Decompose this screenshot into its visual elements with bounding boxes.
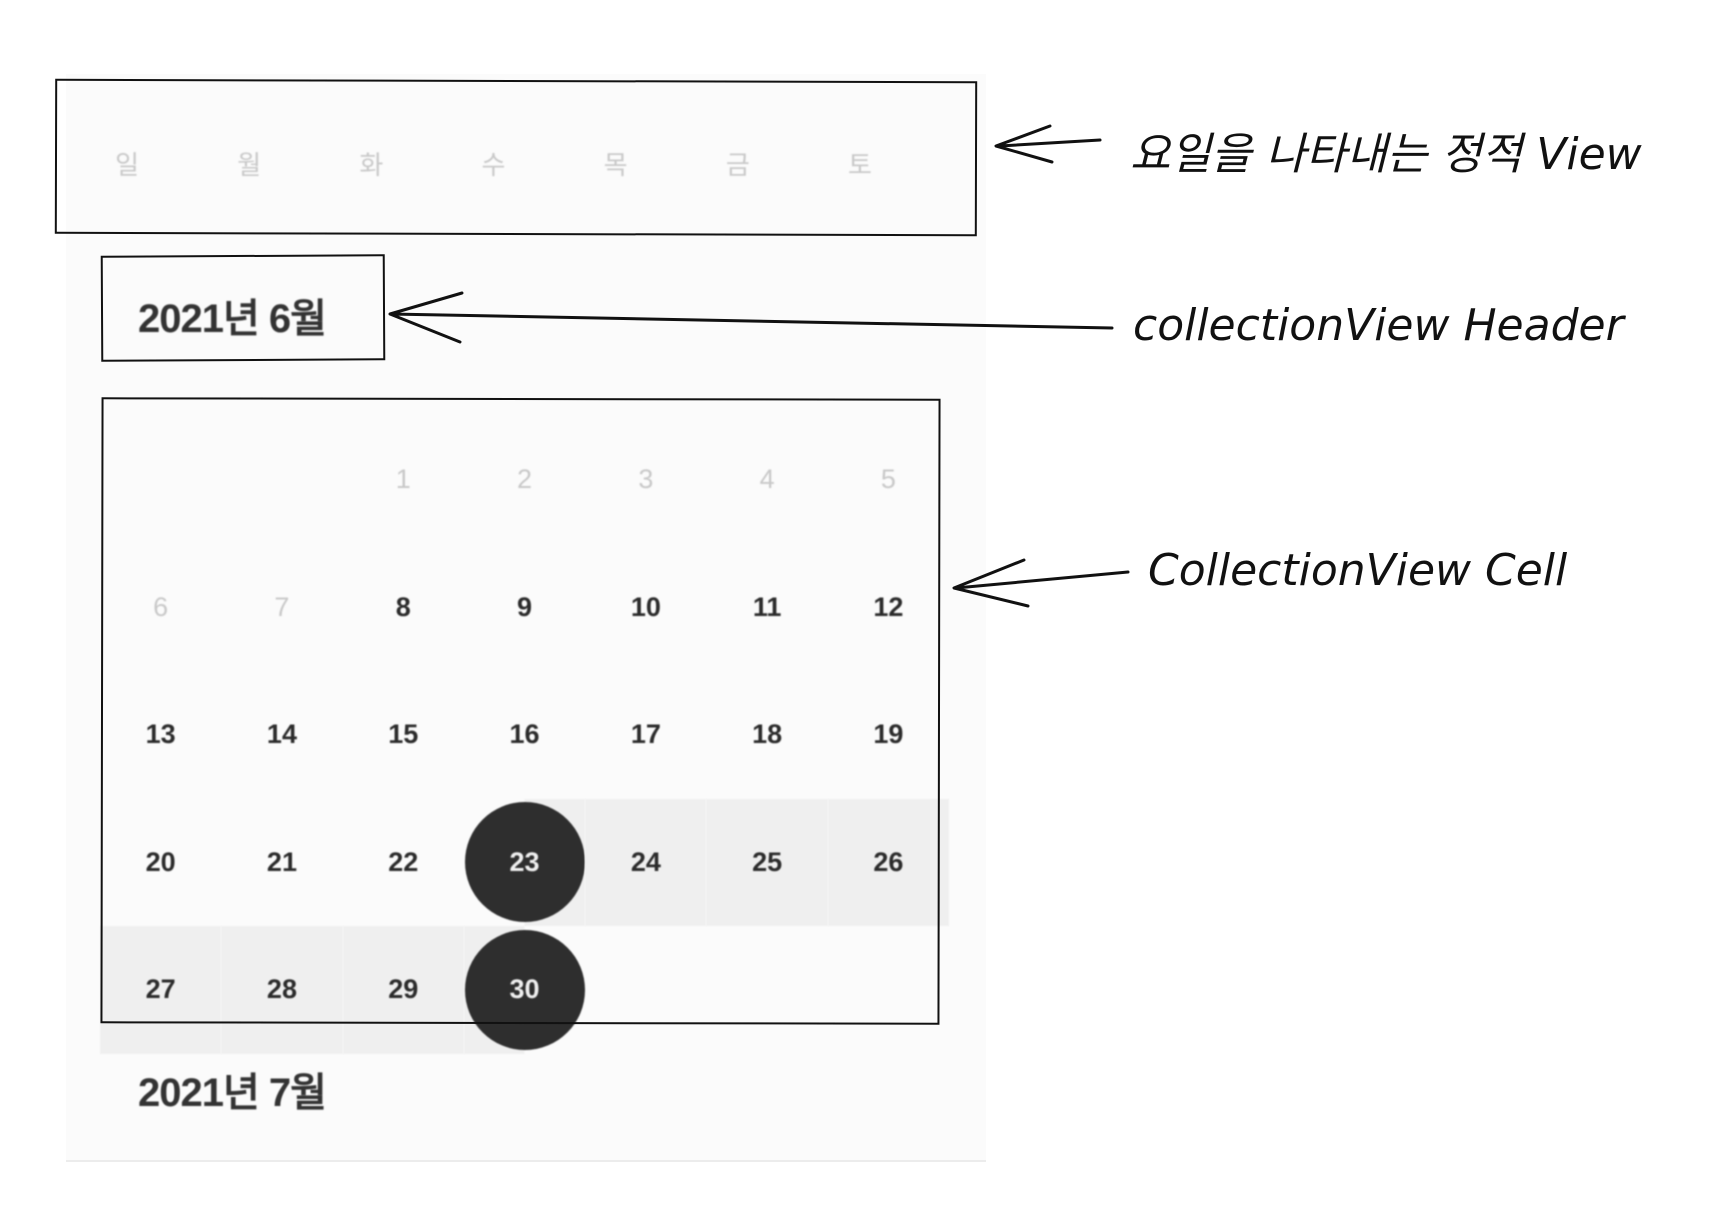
weekday-wed: 수 [481, 151, 506, 181]
day-number: 6 [153, 591, 169, 622]
day-number: 21 [266, 846, 297, 877]
day-cell[interactable]: 18 [706, 671, 827, 799]
day-cell[interactable]: 19 [828, 671, 949, 799]
weekday-sat: 토 [847, 151, 872, 181]
day-cell[interactable]: 3 [585, 416, 706, 544]
day-number: 13 [145, 719, 176, 750]
day-cell[interactable]: 16 [464, 671, 585, 799]
day-cell[interactable]: 15 [343, 671, 464, 799]
arrow-cell [952, 558, 1130, 608]
day-cell[interactable]: 25 [706, 798, 828, 926]
note-weekday-view: 요일을 나타내는 정적 View [1130, 129, 1642, 180]
day-cell[interactable]: 14 [221, 671, 342, 799]
day-cell[interactable]: 5 [828, 416, 949, 544]
day-cell[interactable]: 9 [464, 544, 585, 672]
day-number: 14 [266, 719, 297, 750]
day-cell[interactable]: 10 [585, 544, 706, 672]
day-number: 16 [509, 719, 540, 750]
day-number: 9 [517, 591, 533, 622]
day-number: 8 [395, 591, 411, 622]
day-number: 19 [873, 719, 904, 750]
day-cell[interactable]: 13 [100, 671, 221, 799]
weekday-mon: 월 [237, 151, 262, 181]
day-number: 18 [752, 719, 783, 750]
arrow-header [388, 291, 1114, 344]
day-cell[interactable]: 30 [463, 926, 586, 1054]
day-cell[interactable]: 6 [100, 544, 221, 672]
day-number: 24 [630, 846, 661, 877]
day-number: 3 [638, 464, 654, 495]
weekday-thu: 목 [603, 151, 628, 181]
day-cell[interactable]: 24 [585, 798, 707, 926]
note-collection-header: collectionView Header [1133, 300, 1624, 351]
day-cell[interactable]: 7 [221, 544, 342, 672]
day-number: 10 [630, 591, 661, 622]
day-number: 22 [388, 846, 419, 877]
day-cell[interactable]: 8 [343, 544, 464, 672]
day-cell[interactable]: 29 [342, 926, 464, 1054]
weekday-fri: 금 [725, 151, 750, 181]
weekday-tue: 화 [359, 151, 384, 181]
day-number: 12 [873, 591, 904, 622]
day-number: 28 [266, 974, 297, 1005]
day-number: 23 [464, 802, 585, 923]
weekday-header-view: 일 월 화 수 목 금 토 [66, 130, 921, 202]
note-collection-cell: CollectionView Cell [1148, 545, 1568, 596]
day-cell[interactable]: 2 [464, 416, 585, 544]
day-number: 7 [274, 591, 290, 622]
day-number: 29 [388, 974, 419, 1005]
day-number: 30 [464, 929, 585, 1050]
day-number: 25 [752, 846, 783, 877]
day-cell[interactable]: 22 [343, 799, 464, 927]
day-number: 4 [759, 464, 775, 495]
day-cell[interactable]: 23 [463, 798, 586, 926]
day-cell[interactable]: 12 [828, 544, 949, 672]
arrow-weekday-view [994, 124, 1102, 164]
day-cell[interactable]: 27 [100, 926, 222, 1054]
month-header-june: 2021년 6월 [138, 297, 327, 341]
day-number: 26 [873, 846, 904, 877]
day-cell[interactable]: 21 [221, 799, 342, 927]
day-number: 2 [517, 464, 533, 495]
month-header-july: 2021년 7월 [138, 1071, 327, 1115]
day-cell[interactable]: 4 [706, 416, 827, 544]
day-number: 11 [752, 591, 782, 622]
day-number: 20 [145, 846, 176, 877]
day-cell[interactable]: 26 [827, 798, 950, 926]
day-number: 27 [145, 974, 176, 1005]
day-number: 15 [388, 719, 419, 750]
day-number: 5 [880, 464, 896, 495]
day-cell[interactable]: 11 [706, 544, 827, 672]
day-cell[interactable]: 17 [585, 671, 706, 799]
day-number: 17 [630, 719, 661, 750]
day-number: 1 [395, 464, 411, 495]
day-cell[interactable]: 20 [100, 799, 221, 927]
day-cell[interactable]: 1 [343, 416, 464, 544]
day-cell[interactable]: 28 [221, 926, 343, 1054]
weekday-sun: 일 [115, 151, 140, 181]
